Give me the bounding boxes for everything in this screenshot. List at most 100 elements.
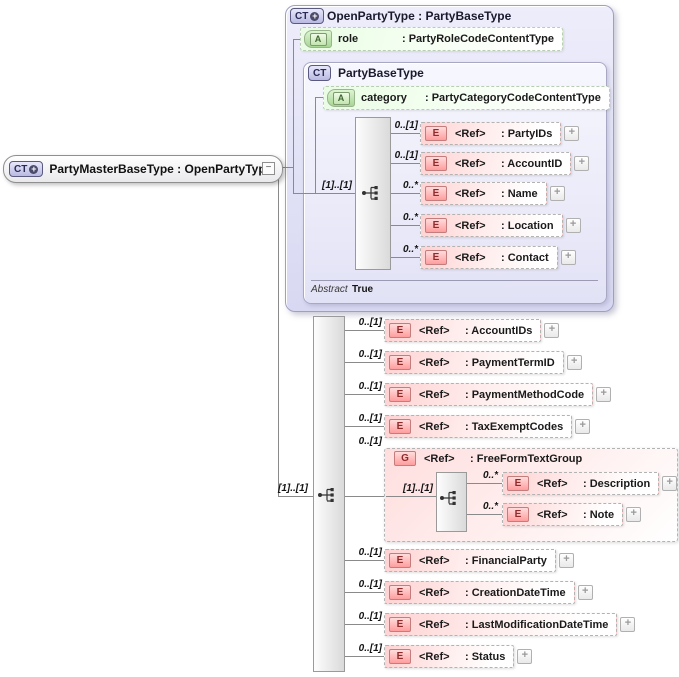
sequence-icon bbox=[318, 488, 334, 502]
element-node[interactable]: E<Ref>: PartyIDs bbox=[420, 122, 562, 145]
expand-icon[interactable]: + bbox=[558, 553, 574, 568]
expand-icon[interactable]: + bbox=[544, 323, 560, 338]
element-ref: <Ref> bbox=[419, 420, 450, 433]
cardinality-label: 0..[1] bbox=[358, 579, 382, 590]
element-node[interactable]: E<Ref>: Contact bbox=[420, 246, 558, 269]
element-badge: E bbox=[507, 507, 529, 522]
element-node[interactable]: E <Ref> : AccountID bbox=[420, 152, 572, 175]
expand-icon[interactable]: + bbox=[566, 355, 582, 370]
element-node[interactable]: E<Ref>: FinancialParty bbox=[384, 549, 556, 572]
group-type: : FreeFormTextGroup bbox=[470, 452, 583, 465]
element-node[interactable]: E<Ref>: Description bbox=[502, 472, 660, 495]
connector-line bbox=[389, 163, 420, 164]
attribute-tag: A bbox=[304, 30, 332, 48]
element-ref: <Ref> bbox=[455, 187, 486, 200]
plus-icon: + bbox=[310, 10, 320, 21]
collapse-handle-icon[interactable]: − bbox=[262, 162, 275, 175]
expand-icon[interactable]: + bbox=[626, 507, 642, 522]
expand-icon[interactable]: + bbox=[620, 617, 636, 632]
element-type: : Status bbox=[465, 650, 506, 663]
element-ref: <Ref> bbox=[419, 554, 450, 567]
element-row: E<Ref>: Contact + bbox=[420, 246, 576, 269]
cardinality-label: 0..[1] bbox=[358, 381, 382, 392]
expand-icon[interactable]: + bbox=[564, 126, 580, 141]
attribute-role[interactable]: A role : PartyRoleCodeContentType bbox=[300, 27, 563, 51]
connector-line bbox=[293, 39, 300, 40]
expand-icon[interactable]: + bbox=[549, 186, 565, 201]
footer-divider bbox=[311, 280, 598, 281]
group-node-background bbox=[384, 448, 678, 542]
element-ref: <Ref> bbox=[537, 477, 568, 490]
attribute-type: : PartyCategoryCodeContentType bbox=[425, 92, 601, 104]
element-row: E<Ref>: Name + bbox=[420, 182, 565, 205]
expand-icon[interactable]: + bbox=[517, 649, 533, 664]
element-ref: <Ref> bbox=[455, 157, 486, 170]
expand-icon[interactable]: + bbox=[662, 476, 678, 491]
expand-icon[interactable]: + bbox=[560, 250, 576, 265]
attribute-category[interactable]: A category : PartyCategoryCodeContentTyp… bbox=[323, 86, 610, 110]
element-node[interactable]: E<Ref>: LastModificationDateTime bbox=[384, 613, 618, 636]
element-type: : FinancialParty bbox=[465, 554, 547, 567]
element-ref: <Ref> bbox=[419, 324, 450, 337]
element-badge: E bbox=[389, 323, 411, 338]
cardinality-label: 0..[1] bbox=[358, 611, 382, 622]
cardinality-label: 0..* bbox=[402, 180, 418, 191]
root-type-node[interactable]: CT+ PartyMasterBaseType : OpenPartyType bbox=[3, 155, 284, 183]
element-badge: E bbox=[389, 585, 411, 600]
element-badge: E bbox=[425, 156, 447, 171]
element-ref: <Ref> bbox=[455, 251, 486, 264]
element-row: E<Ref>: LastModificationDateTime + bbox=[384, 613, 636, 636]
cardinality-label: 0..[1] bbox=[358, 436, 382, 447]
element-type: : AccountIDs bbox=[465, 324, 533, 337]
element-badge: E bbox=[389, 387, 411, 402]
element-row: E<Ref>: PartyIDs + bbox=[420, 122, 580, 145]
element-node[interactable]: E<Ref>: PaymentTermID bbox=[384, 351, 564, 374]
expand-icon[interactable]: + bbox=[565, 218, 581, 233]
connector-line bbox=[343, 362, 384, 363]
expand-icon[interactable]: + bbox=[575, 419, 591, 434]
element-ref: <Ref> bbox=[455, 127, 486, 140]
complex-type-badge: CT+ bbox=[9, 161, 44, 177]
element-type: : Name bbox=[501, 187, 538, 200]
element-node[interactable]: E<Ref>: Location bbox=[420, 214, 563, 237]
group-ref: <Ref> bbox=[424, 452, 455, 465]
element-node[interactable]: E<Ref>: Name bbox=[420, 182, 547, 205]
expand-icon[interactable]: + bbox=[596, 387, 612, 402]
element-type: : PaymentTermID bbox=[465, 356, 555, 369]
element-ref: <Ref> bbox=[419, 650, 450, 663]
element-badge: E bbox=[389, 649, 411, 664]
expand-icon[interactable]: + bbox=[577, 585, 593, 600]
group-node[interactable]: G <Ref> : FreeFormTextGroup bbox=[394, 451, 582, 466]
element-badge: E bbox=[389, 355, 411, 370]
element-ref: <Ref> bbox=[419, 586, 450, 599]
element-type: : PartyIDs bbox=[501, 127, 553, 140]
connector-line bbox=[343, 560, 384, 561]
element-node[interactable]: E<Ref>: Note bbox=[502, 503, 624, 526]
element-type: : AccountID bbox=[501, 157, 563, 170]
element-row: E<Ref>: Note + bbox=[502, 503, 642, 526]
element-node[interactable]: E<Ref>: PaymentMethodCode bbox=[384, 383, 594, 406]
connector-line bbox=[465, 483, 502, 484]
complex-type-badge: CT bbox=[308, 65, 332, 81]
attribute-type: : PartyRoleCodeContentType bbox=[402, 33, 554, 45]
element-node[interactable]: E <Ref> : Status bbox=[384, 645, 515, 668]
attribute-tag: A bbox=[327, 89, 355, 107]
complex-type-badge: CT+ bbox=[290, 8, 325, 24]
element-node[interactable]: E <Ref> : AccountIDs bbox=[384, 319, 542, 342]
connector-line bbox=[315, 97, 323, 98]
connector-line bbox=[389, 193, 420, 194]
element-node[interactable]: E<Ref>: CreationDateTime bbox=[384, 581, 575, 604]
cardinality-label: 0..* bbox=[482, 470, 498, 481]
element-node[interactable]: E<Ref>: TaxExemptCodes bbox=[384, 415, 573, 438]
connector-line bbox=[465, 514, 502, 515]
cardinality-label: 0..[1] bbox=[358, 349, 382, 360]
connector-line bbox=[343, 330, 384, 331]
connector-line bbox=[343, 426, 384, 427]
attribute-name: role bbox=[338, 33, 359, 45]
expand-icon[interactable]: + bbox=[574, 156, 590, 171]
cardinality-label: 0..[1] bbox=[394, 150, 418, 161]
cardinality-label: 0..* bbox=[402, 212, 418, 223]
element-badge: E bbox=[425, 218, 447, 233]
group-badge: G bbox=[394, 451, 416, 466]
sequence-compositor[interactable] bbox=[436, 472, 467, 532]
